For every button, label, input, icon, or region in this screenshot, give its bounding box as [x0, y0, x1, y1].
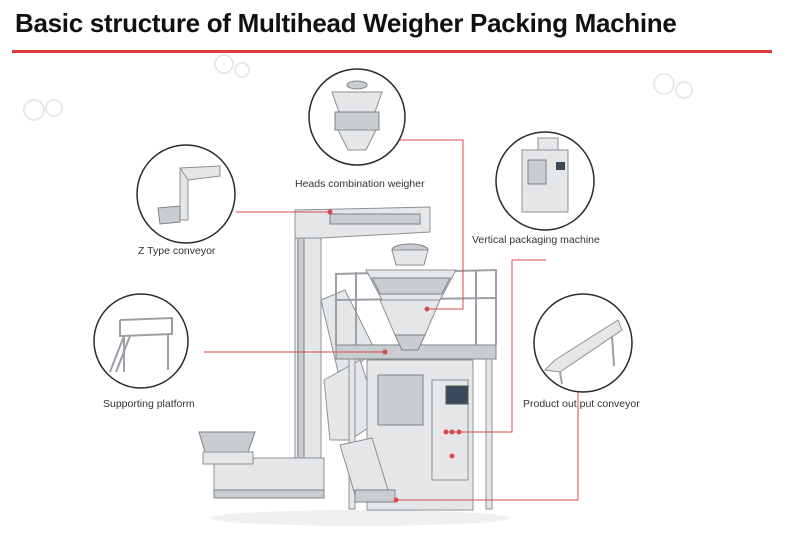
watermark-left	[23, 99, 63, 121]
weigher-thumbnail	[308, 68, 406, 166]
label-vertical-machine: Vertical packaging machine	[472, 234, 600, 246]
callout-output-conveyor	[396, 392, 579, 501]
callout-heads-weigher	[385, 139, 464, 310]
callout-vertical-machine	[446, 259, 546, 433]
platform-thumbnail	[93, 293, 189, 389]
page-title: Basic structure of Multihead Weigher Pac…	[15, 8, 677, 38]
label-z-conveyor: Z Type conveyor	[138, 245, 216, 257]
output-conveyor-thumbnail	[533, 293, 633, 393]
packaging-thumbnail	[495, 131, 595, 231]
label-platform: Supporting platform	[103, 398, 195, 410]
label-heads-weigher: Heads combination weigher	[295, 178, 425, 190]
watermark-top	[214, 54, 250, 78]
watermark-right	[653, 73, 693, 99]
label-output-conveyor: Product out put conveyor	[523, 398, 640, 410]
z-conveyor-thumbnail	[136, 144, 236, 244]
title-underline	[12, 50, 772, 53]
callout-lines	[204, 139, 579, 503]
main-machine-drawing	[198, 206, 510, 526]
